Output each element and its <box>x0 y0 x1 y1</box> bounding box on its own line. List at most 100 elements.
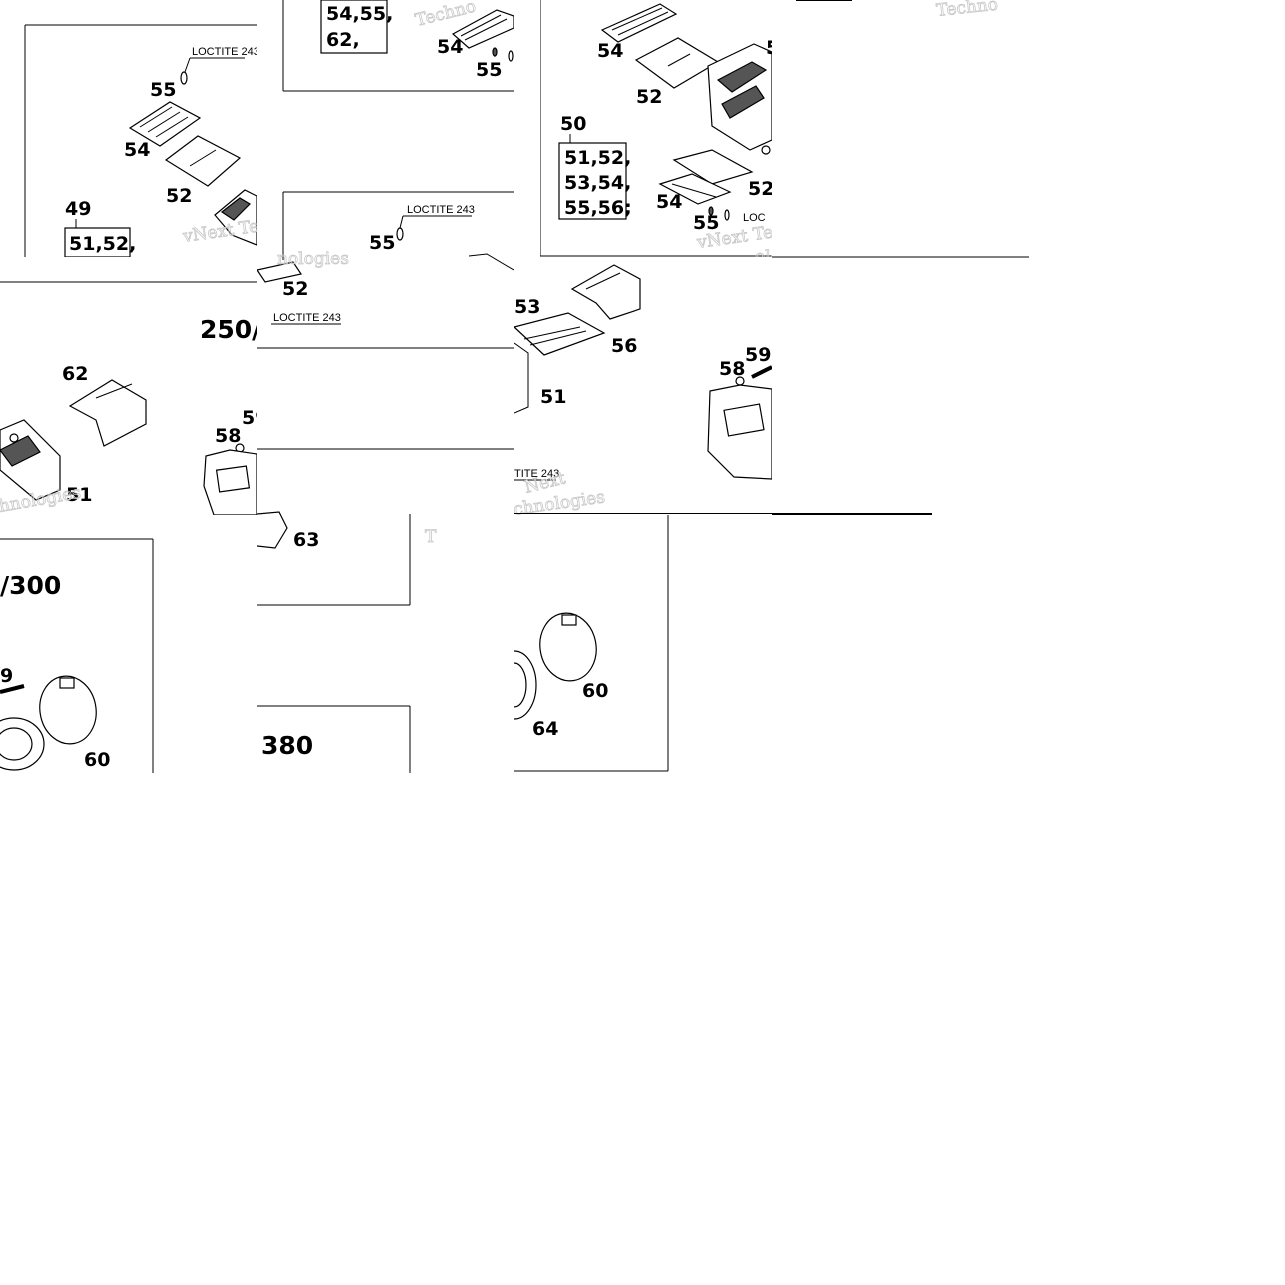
kit-line-2: 62, <box>326 29 360 51</box>
part-label-58: 58 <box>215 425 241 447</box>
screw-part <box>180 71 188 85</box>
kit-box <box>64 227 131 257</box>
kit-line-1: 54,55, <box>326 3 393 25</box>
reed-petal-part <box>672 149 754 185</box>
part-label-59: 59 <box>745 344 771 366</box>
reed-cage-outline <box>514 342 529 414</box>
kit-line-2: 53,54, <box>564 172 631 194</box>
intake-boot-part <box>0 717 45 771</box>
part-label-55: 55 <box>693 212 719 234</box>
diagram-tile-64: 60 64 <box>514 515 670 773</box>
reed-block-part <box>514 312 606 356</box>
hose-clamp-part <box>539 612 597 682</box>
model-title: 380 <box>261 731 313 760</box>
reed-petal-part <box>634 37 720 89</box>
tile-svg: 54 52 5 50 51,52, 53,54, 55,56; 52 54 55 <box>540 0 772 257</box>
part-label-58: 58 <box>719 358 745 380</box>
kit-box <box>320 0 388 54</box>
loctite-note: LOC <box>743 212 766 224</box>
watermark: Techno <box>935 0 998 21</box>
reed-cage-part <box>0 419 61 501</box>
tile-svg: 63 T <box>257 448 514 606</box>
reed-stopper-part <box>600 3 678 43</box>
watermark: nologies <box>277 249 349 269</box>
flange-part <box>257 511 288 549</box>
part-label-54: 54 <box>124 139 150 161</box>
tile-svg: LOCTITE 243 55 52 LOCTITE 243 nologies <box>257 191 514 349</box>
kit-line-1: 51,52, <box>564 147 631 169</box>
screw-part <box>508 50 514 62</box>
tile-svg: /300 9 60 <box>0 538 154 773</box>
bolt-part <box>0 684 25 694</box>
loctite-note: LOCTITE 243 <box>192 46 257 58</box>
diagram-tile-edge: Techno <box>772 0 1029 258</box>
part-label-53: 53 <box>514 296 540 318</box>
kit-contents: 51,52, <box>69 233 136 255</box>
bolt-part <box>751 365 772 379</box>
intake-flange-part <box>203 449 257 515</box>
part-outline <box>468 253 514 271</box>
tile-svg: LOCTITE 243 55 54 52 49 51,52, vNext Tec <box>24 24 257 257</box>
part-label-52b: 52 <box>748 178 772 200</box>
part-label-5: 5 <box>766 37 772 59</box>
hose-clamp-part <box>39 675 97 745</box>
part-label-54: 54 <box>597 40 623 62</box>
part-label-59: 9 <box>0 665 13 687</box>
diagram-tile-reed-valve-49: LOCTITE 243 55 54 52 49 51,52, vNext Tec <box>0 0 257 257</box>
part-label-54b: 54 <box>656 191 682 213</box>
diagram-tile-300-lower: /300 9 60 <box>0 538 257 773</box>
part-label-55: 55 <box>476 59 502 81</box>
part-label-60: 60 <box>582 680 608 702</box>
part-label-64: 64 <box>532 718 558 740</box>
part-label-56: 56 <box>611 335 637 357</box>
part-label-50: 50 <box>560 113 586 135</box>
part-label-55: 55 <box>369 232 395 254</box>
reed-stopper-part <box>451 9 514 49</box>
part-label-54: 54 <box>437 36 463 58</box>
tile-svg: Techno <box>772 0 1029 258</box>
loctite-note-bottom: LOCTITE 243 <box>273 312 341 324</box>
part-label-55: 55 <box>150 79 176 101</box>
screw-part <box>396 227 404 241</box>
washer-part <box>735 376 745 386</box>
diagram-tile-250: 250/ 62 51 58 59 hnologies <box>0 280 257 515</box>
kit-line-3: 55,56; <box>564 197 632 219</box>
diagram-tile-reed-valve-50: 54 52 5 50 51,52, 53,54, 55,56; 52 54 55 <box>540 0 772 257</box>
tile-svg: 56 53 51 58 59 TITE 243 Next chnologies <box>514 264 772 515</box>
tile-svg: 250/ 62 51 58 59 hnologies <box>0 281 257 515</box>
reed-petal-part <box>164 135 242 187</box>
diagram-tile-63: 63 T <box>257 448 514 606</box>
part-label-51: 51 <box>66 484 92 506</box>
watermark-2: ologies <box>755 247 772 257</box>
kit-box <box>558 142 627 220</box>
part-label-52: 52 <box>166 185 192 207</box>
model-title: 250/ <box>200 315 257 344</box>
loctite-note: TITE 243 <box>514 468 559 480</box>
diagram-tile-300: 56 53 51 58 59 TITE 243 Next chnologies <box>514 257 772 515</box>
part-label-51: 51 <box>540 386 566 408</box>
part-label-52: 52 <box>282 278 308 300</box>
intake-boot-part <box>514 650 537 720</box>
reed-stopper-part <box>658 173 732 205</box>
tile-svg: 54,55, 62, 54 55 Techno <box>282 0 514 92</box>
reed-petal-part <box>257 261 302 283</box>
screw-part <box>492 47 498 57</box>
reed-cage-part <box>707 43 772 155</box>
part-label-52: 52 <box>636 86 662 108</box>
reed-stopper-part <box>128 101 202 147</box>
reed-stopper-part <box>68 379 147 447</box>
diagram-tile-reed-valve-kit: 54,55, 62, 54 55 Techno <box>257 0 514 92</box>
intake-flange-part <box>707 384 772 480</box>
part-label-62: 62 <box>62 363 88 385</box>
part-label-59: 59 <box>242 407 257 429</box>
tile-svg: 380 <box>257 705 411 773</box>
diagram-tile-380: 380 <box>257 705 514 773</box>
model-title: /300 <box>0 571 61 600</box>
part-label-63: 63 <box>293 529 319 551</box>
diagram-divider <box>772 513 932 515</box>
loctite-note-top: LOCTITE 243 <box>407 204 475 216</box>
reed-stopper-part <box>570 264 641 320</box>
part-label-49: 49 <box>65 198 91 220</box>
watermark: T <box>425 527 437 547</box>
tile-svg: 60 64 <box>514 515 669 772</box>
